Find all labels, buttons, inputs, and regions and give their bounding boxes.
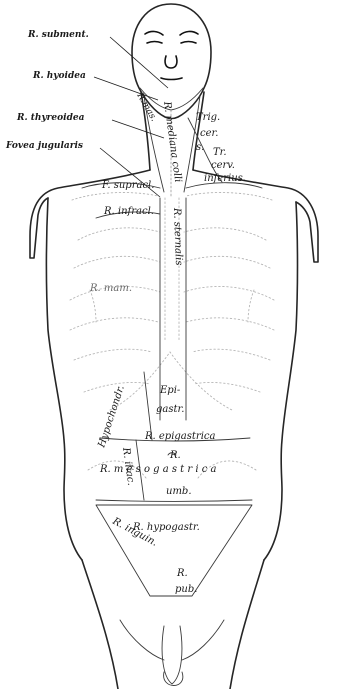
label-r-pub-r: R. (176, 568, 188, 579)
label-r-sternalis: R. sternalis (171, 207, 184, 266)
leader-subment (110, 37, 168, 88)
costal-arch (110, 352, 232, 410)
left-torso-side (47, 198, 83, 560)
groin-left (120, 620, 164, 660)
left-thigh (82, 560, 118, 689)
mesogastric-lower-line (96, 500, 252, 502)
label-r-epigastrica: R. epigastrica (144, 431, 215, 442)
label-r-mam: R. mam. (89, 283, 132, 294)
leader-thyreoidea (112, 120, 164, 138)
label-r-mas: R.mas. (134, 91, 159, 124)
right-torso-side (264, 202, 298, 560)
label-f-supracl: F. supracl. (101, 180, 154, 191)
genitals (162, 626, 183, 686)
label-inferius: inferius. (204, 173, 246, 184)
label-s: s. (196, 142, 204, 153)
label-cer: cer. (200, 128, 218, 139)
right-eye (181, 42, 196, 44)
label-tr: Tr. (213, 147, 227, 158)
right-eyebrow (180, 31, 198, 35)
groin-right (182, 620, 224, 660)
labels: R. subment. R. hyoidea R. thyreoidea Fov… (5, 30, 246, 595)
label-r-mediana-colli: R. mediana colli (161, 100, 183, 183)
label-r-mesogastrica: R. m e s o g a s t r i c a (99, 464, 216, 475)
label-pub: pub. (175, 584, 197, 595)
label-cerv: cerv. (211, 160, 235, 171)
label-trig: Trig. (196, 112, 220, 123)
label-r-subment: R. subment. (27, 30, 89, 40)
label-gastr: gastr. (156, 404, 184, 415)
label-r-infracl: R. infracl. (103, 206, 154, 217)
leader-hyoidea (94, 77, 158, 100)
label-epi: Epi- (159, 385, 181, 396)
left-eyebrow (145, 31, 163, 35)
label-hypochondr: Hypochondr. (96, 384, 127, 450)
mouth (161, 78, 182, 80)
left-eye (147, 42, 162, 44)
nose (165, 56, 177, 68)
label-r-thyreoidea: R. thyreoidea (16, 113, 85, 123)
hypochondr-line (144, 372, 152, 440)
label-r: R. (169, 450, 181, 461)
label-r-hyoidea: R. hyoidea (32, 71, 86, 81)
right-thigh (230, 560, 264, 689)
label-fovea-jugularis: Fovea jugularis (5, 141, 83, 151)
label-umb: umb. (166, 486, 192, 497)
